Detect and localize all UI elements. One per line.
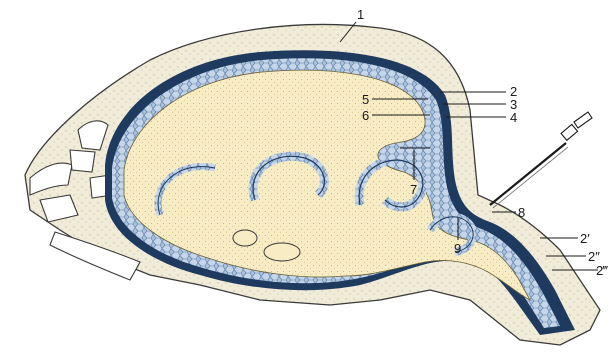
label-2-triple-prime: 2‴: [596, 263, 608, 278]
label-2-prime: 2′: [580, 231, 590, 246]
label-7: 7: [410, 182, 417, 197]
label-6: 6: [362, 108, 369, 123]
needle: [490, 112, 592, 208]
label-8: 8: [518, 205, 525, 220]
label-4: 4: [510, 110, 517, 125]
label-9: 9: [454, 241, 461, 256]
label-2-double-prime: 2″: [588, 249, 600, 264]
label-5: 5: [362, 92, 369, 107]
label-1: 1: [357, 7, 364, 22]
